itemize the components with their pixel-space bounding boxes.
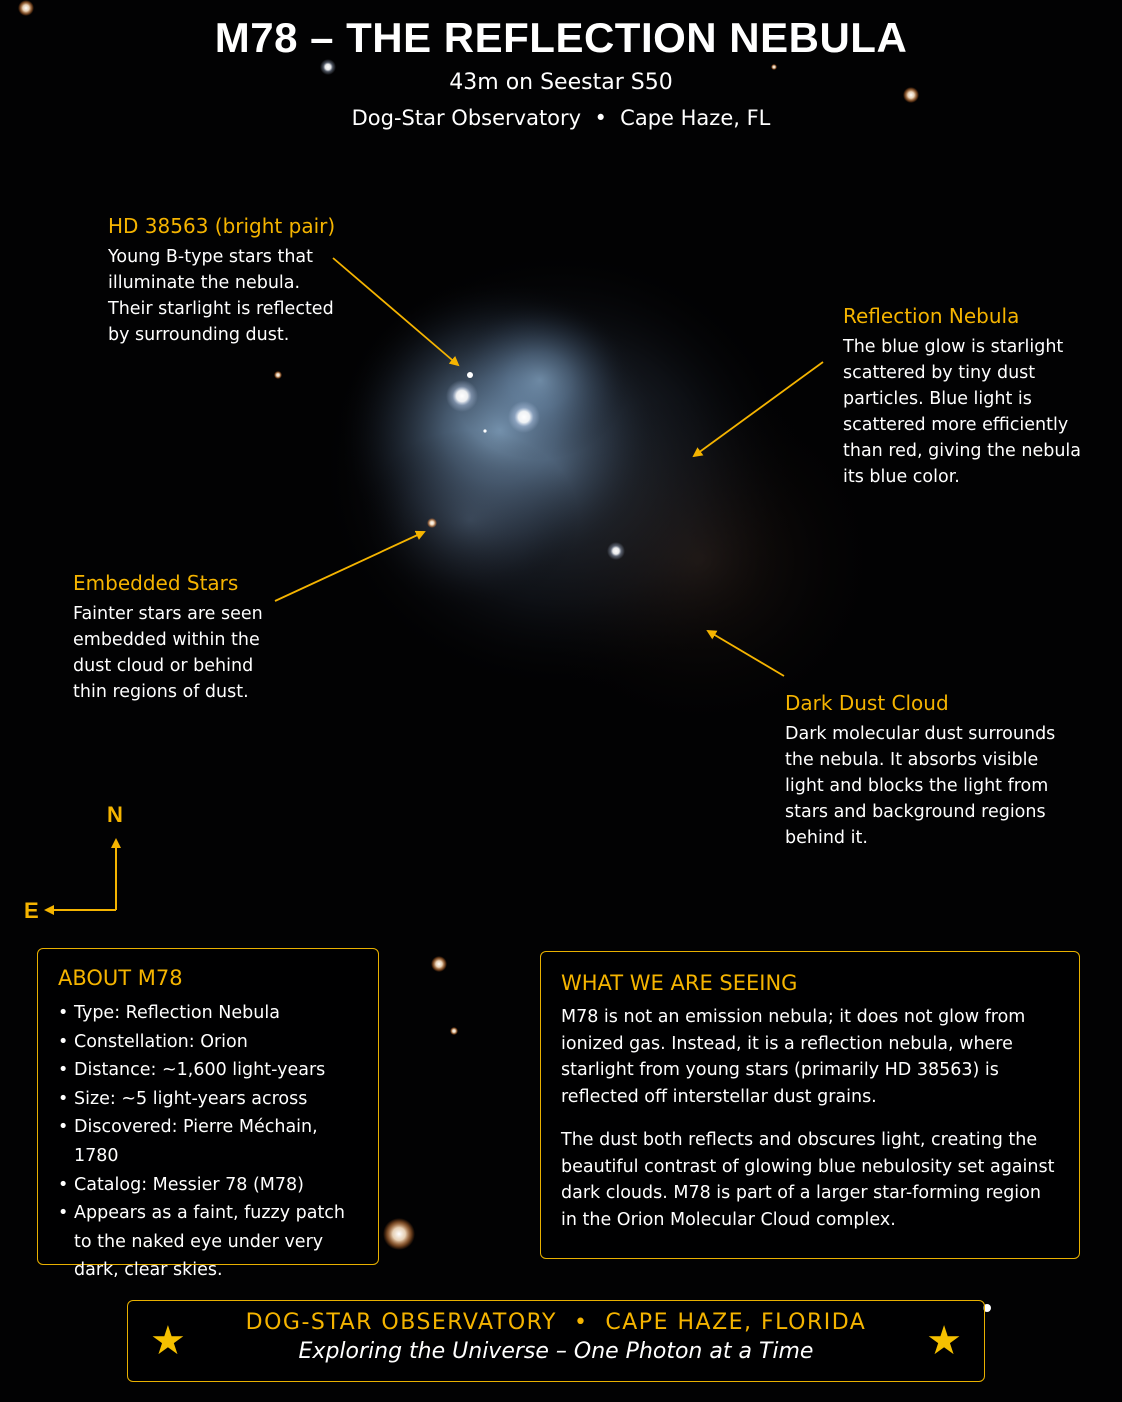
annotation-line: by surrounding dust. (108, 325, 290, 345)
annotation-line: than red, giving the nebula (843, 441, 1082, 461)
annotation-line: scattered more efficiently (843, 415, 1069, 435)
seeing-paragraph: M78 is not an emission nebula; it does n… (561, 1007, 1026, 1107)
footer-banner: DOG-STAR OBSERVATORY • CAPE HAZE, FLORID… (127, 1300, 985, 1382)
hd38563-arrow (332, 257, 460, 367)
annotation-line: Their starlight is reflected (108, 299, 334, 319)
list-item: Catalog: Messier 78 (M78) (58, 1171, 364, 1200)
compass-north-label: N (107, 802, 123, 827)
annotation-line: Fainter stars are seen (73, 604, 263, 624)
annotation-heading: Reflection Nebula (843, 304, 1020, 328)
star-icon: ★ (150, 1318, 186, 1364)
annotation-hd38563: HD 38563 (bright pair) Young B-type star… (108, 214, 348, 348)
footer-tagline: Exploring the Universe – One Photon at a… (298, 1339, 814, 1364)
seeing-box: WHAT WE ARE SEEING M78 is not an emissio… (540, 951, 1080, 1259)
list-item: Discovered: Pierre Méchain, 1780 (58, 1113, 364, 1170)
annotation-line: Young B-type stars that (108, 247, 314, 267)
about-list: Type: Reflection Nebula Constellation: O… (58, 999, 364, 1285)
about-heading: ABOUT M78 (58, 966, 183, 990)
annotation-line: particles. Blue light is (843, 389, 1032, 409)
annotation-embedded-stars: Embedded Stars Fainter stars are seen em… (73, 571, 293, 705)
annotation-line: The blue glow is starlight (843, 337, 1064, 357)
location-line: Dog-Star Observatory • Cape Haze, FL (351, 106, 771, 130)
annotation-line: behind it. (785, 828, 868, 848)
page-title: M78 – THE REFLECTION NEBULA (214, 14, 908, 61)
compass-east-label: E (24, 898, 39, 923)
annotation-heading: HD 38563 (bright pair) (108, 214, 336, 238)
list-item: Size: ~5 light-years across (58, 1085, 364, 1114)
annotation-line: dust cloud or behind (73, 656, 254, 676)
annotation-heading: Embedded Stars (73, 571, 239, 595)
annotation-line: scattered by tiny dust (843, 363, 1036, 383)
list-item: Type: Reflection Nebula (58, 999, 364, 1028)
annotation-line: thin regions of dust. (73, 682, 249, 702)
annotation-line: the nebula. It absorbs visible (785, 750, 1039, 770)
star-icon: ★ (926, 1318, 962, 1364)
list-item: Constellation: Orion (58, 1028, 364, 1057)
annotation-line: its blue color. (843, 467, 960, 487)
annotation-line: embedded within the (73, 630, 260, 650)
annotation-line: Dark molecular dust surrounds (785, 724, 1056, 744)
seeing-paragraph: The dust both reflects and obscures ligh… (561, 1130, 1055, 1230)
footer-title: DOG-STAR OBSERVATORY • CAPE HAZE, FLORID… (245, 1310, 867, 1335)
about-box: ABOUT M78 Type: Reflection Nebula Conste… (37, 948, 379, 1280)
annotation-reflection-nebula: Reflection Nebula The blue glow is starl… (843, 304, 1113, 490)
annotation-dark-dust: Dark Dust Cloud Dark molecular dust surr… (785, 691, 1085, 851)
reflection-arrow (692, 361, 824, 458)
seeing-heading: WHAT WE ARE SEEING (561, 971, 798, 995)
compass (44, 838, 121, 915)
list-item: Distance: ~1,600 light-years (58, 1056, 364, 1085)
annotation-line: illuminate the nebula. (108, 273, 301, 293)
subtitle: 43m on Seestar S50 (449, 70, 673, 95)
annotation-line: stars and background regions (785, 802, 1046, 822)
dust-arrow (706, 629, 785, 677)
annotation-heading: Dark Dust Cloud (785, 691, 949, 715)
embedded-arrow (274, 530, 426, 602)
list-item: Appears as a faint, fuzzy patch to the n… (58, 1199, 364, 1285)
annotation-line: light and blocks the light from (785, 776, 1049, 796)
